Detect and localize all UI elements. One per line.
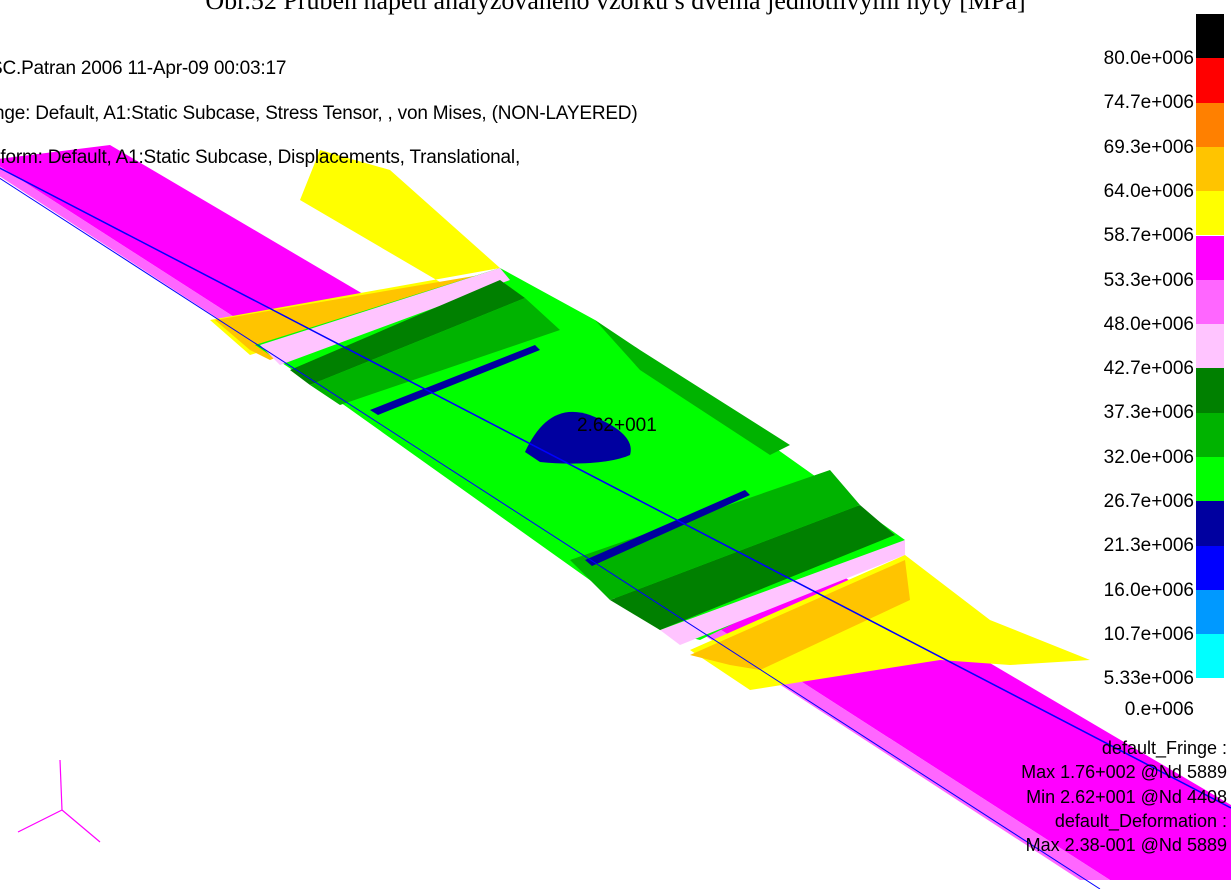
plate-edge-upper — [0, 167, 1231, 809]
legend-swatch — [1196, 191, 1224, 236]
plate-edge-lower — [0, 177, 1101, 889]
fringe-gold-right — [690, 560, 910, 670]
patran-title: SC.Patran 2006 11-Apr-09 00:03:17 — [0, 58, 287, 79]
rivet-slot-lower — [585, 490, 750, 566]
legend-label: 80.0e+006 — [1103, 48, 1194, 69]
legend-label: 16.0e+006 — [1103, 579, 1194, 601]
legend-swatch — [1196, 279, 1224, 325]
legend-label: 53.3e+006 — [1103, 269, 1194, 291]
fringe-darkgreen-upper — [290, 280, 525, 385]
legend-label: 5.33e+006 — [1103, 668, 1194, 690]
legend-swatch — [1196, 368, 1224, 413]
deform-title: default_Deformation : — [1054, 810, 1227, 831]
legend-label: 69.3e+006 — [1103, 136, 1194, 158]
legend-swatch — [1196, 235, 1224, 280]
legend-swatch — [1196, 14, 1224, 59]
fringe-darkgreen-lower — [610, 505, 895, 630]
legend-label: 26.7e+006 — [1103, 491, 1194, 512]
legend-swatch — [1196, 501, 1224, 546]
legend-label: 0.e+006 — [1124, 698, 1194, 720]
legend-swatch — [1196, 58, 1224, 103]
legend-label: 42.7e+006 — [1103, 358, 1194, 380]
legend-label: 58.7e+006 — [1103, 225, 1194, 247]
legend-label: 48.0e+006 — [1103, 313, 1194, 335]
legend-swatch — [1196, 412, 1224, 457]
fringe-midgreen-right — [595, 320, 790, 455]
legend-swatch — [1196, 545, 1224, 590]
legend-label: 64.0e+006 — [1103, 180, 1194, 202]
fringe-midgreen-lower — [570, 470, 860, 600]
fringe-pink-row-upper — [260, 268, 510, 365]
legend-swatch — [1196, 634, 1224, 679]
deform-description: eform: Default, A1:Static Subcase, Displ… — [0, 147, 521, 168]
rivet-slot-upper — [370, 345, 540, 415]
fringe-midgreen-upper — [310, 298, 560, 405]
min-value-marker: 2.62+001 — [577, 415, 657, 436]
legend-swatch — [1196, 457, 1224, 502]
figure-caption: Obr.52 Průběh napětí analyzovaného vzork… — [205, 0, 1026, 15]
legend-swatch — [1196, 102, 1224, 147]
legend-label: 10.7e+006 — [1103, 623, 1194, 645]
legend-swatch — [1196, 589, 1224, 635]
legend-label: 32.0e+006 — [1103, 446, 1194, 468]
legend-swatch — [1196, 146, 1224, 192]
deform-max: Max 2.38-001 @Nd 5889 — [1025, 835, 1227, 856]
fringe-max: Max 1.76+002 @Nd 5889 — [1021, 762, 1227, 783]
legend-label: 37.3e+006 — [1103, 402, 1194, 424]
legend-swatch — [1196, 324, 1224, 369]
fringe-min: Min 2.62+001 @Nd 4408 — [1026, 786, 1227, 807]
axis-triad — [17, 759, 101, 843]
legend-label: 21.3e+006 — [1103, 535, 1194, 557]
legend-label: 74.7e+006 — [1103, 92, 1194, 114]
min-stress-region — [525, 411, 631, 464]
fringe-description: inge: Default, A1:Static Subcase, Stress… — [0, 103, 638, 124]
fringe-title: default_Fringe : — [1101, 738, 1227, 758]
fringe-pink-row-lower — [660, 540, 905, 645]
fringe-yellow-right — [690, 555, 1090, 690]
result-info-panel: default_Fringe : Max 1.76+002 @Nd 5889 M… — [1021, 736, 1227, 857]
